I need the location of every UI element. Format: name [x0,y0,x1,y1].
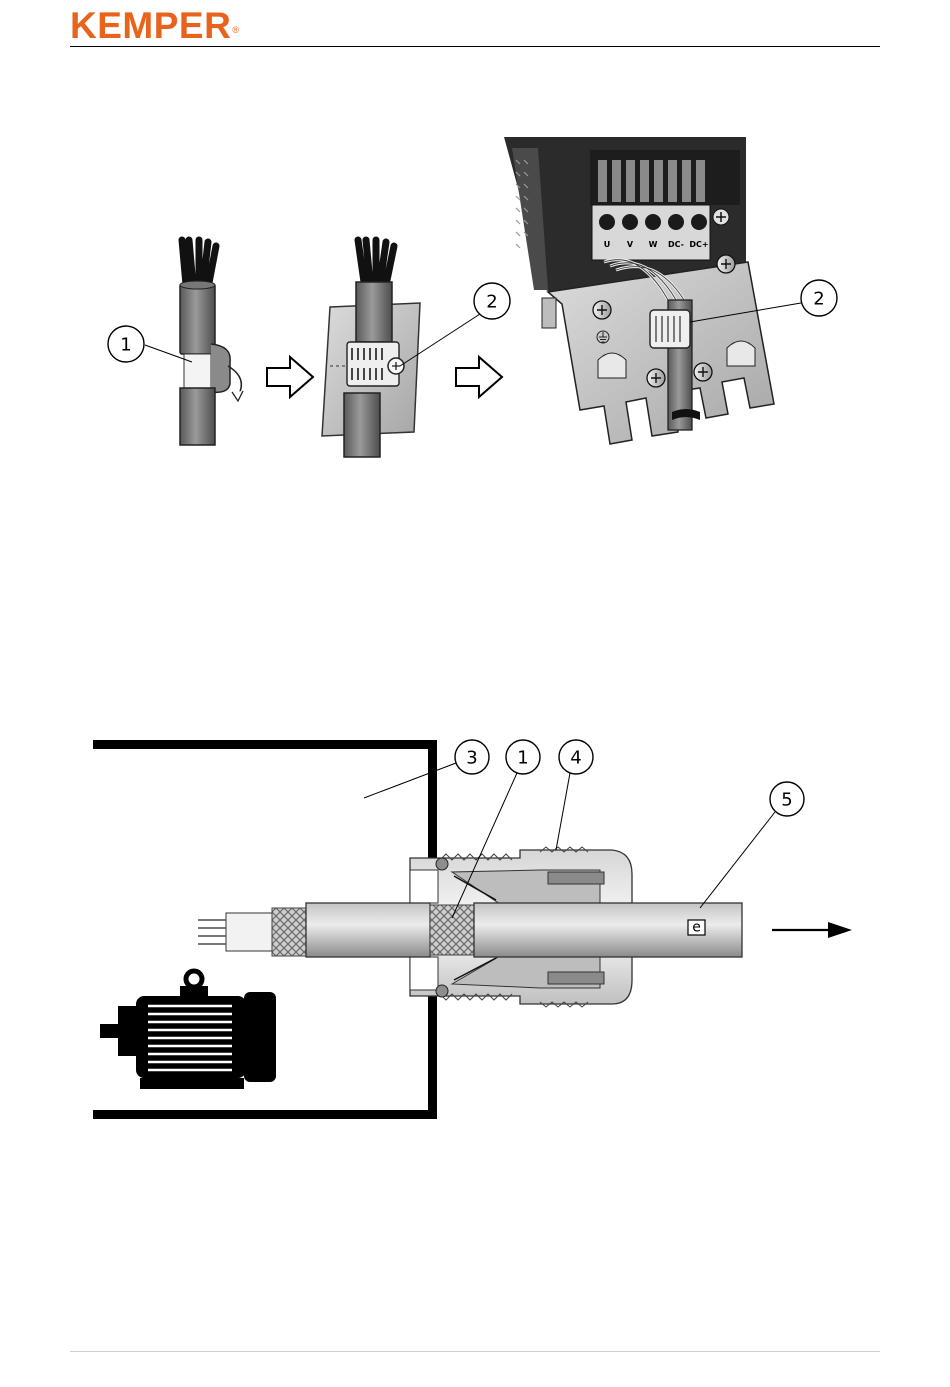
cable-mark: e [688,920,705,936]
callout-label: 4 [570,748,581,769]
footer-rule [70,1351,880,1352]
header-rule [70,46,880,47]
terminal-label-dc-minus: DC- [668,240,684,249]
cable-on-plate-step-2 [322,240,420,457]
terminal-label-v: V [627,240,634,249]
callout-label: 3 [466,748,477,769]
arrow-right-outline-icon [267,357,313,397]
callout-5-fig2: 5 [700,782,804,908]
brand-name: KEMPER [70,5,231,46]
figure-cable-gland-motor: e 3 1 4 [0,735,950,1130]
callout-4-fig2: 4 [556,740,593,850]
motor-icon [100,971,276,1089]
shielded-cable [198,903,742,957]
kemper-logo: KEMPER® [70,6,239,46]
arrow-right-outline-icon [456,357,502,397]
registered-mark: ® [232,25,239,35]
callout-label: 5 [781,790,792,811]
terminal-label-u: U [604,240,611,249]
callout-label: 2 [486,292,497,313]
cable-step-1 [180,240,230,445]
callout-label: 2 [813,289,824,310]
figure-shield-clamp-installation: 1 2 [0,130,950,470]
terminal-label-dc-plus: DC+ [689,240,708,249]
terminal-label-w: W [649,240,658,249]
cable-mark-label: e [692,920,701,936]
callout-label: 1 [517,748,528,769]
callout-label: 1 [120,335,131,356]
arrow-right-icon [772,922,852,938]
